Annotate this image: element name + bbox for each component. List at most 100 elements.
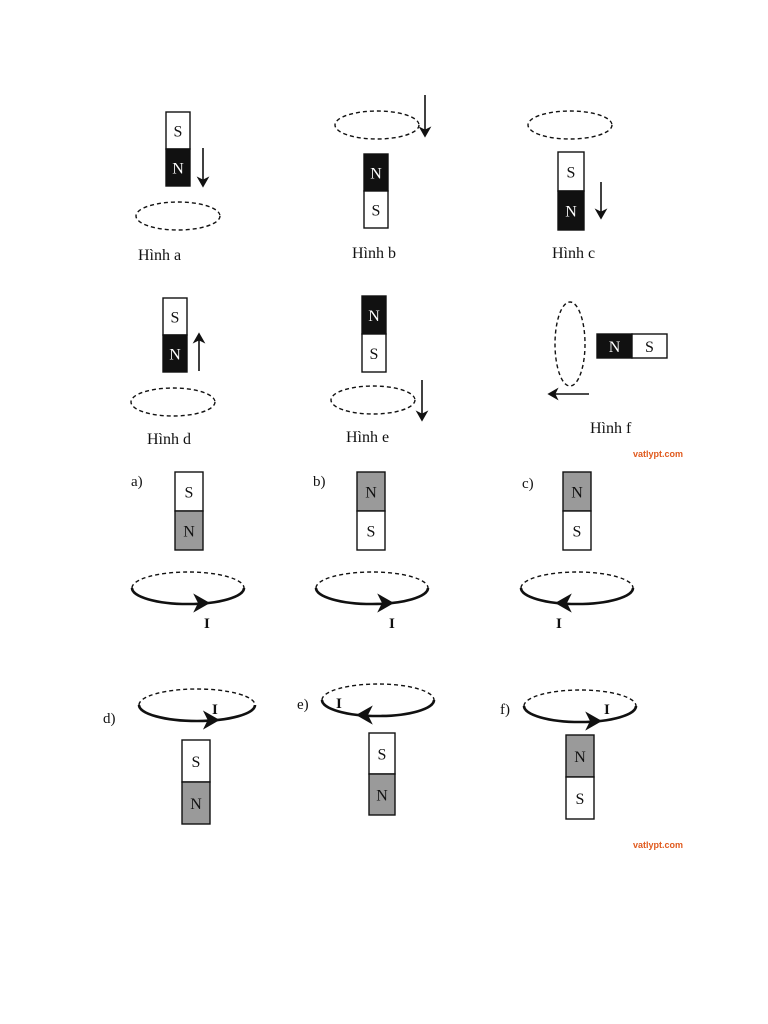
coil-ring: I [314,571,430,632]
coil-front [314,587,430,606]
coil-back [138,688,256,706]
figure-label-f: f) [500,702,510,718]
pole-label: N [609,339,621,356]
figure-label-d: d) [103,711,116,727]
magnet-pole-top [162,297,188,336]
coil-ring: I [519,571,635,632]
caption-hinh-a: Hình a [138,247,181,264]
magnet-pole-bottom [562,510,592,551]
magnet-pole-top [363,153,389,192]
magnet-pole-bottom [361,333,387,373]
figure-label-b: b) [313,474,326,490]
caption-hinh-d: Hình d [147,431,191,448]
pole-label: S [192,754,201,771]
pole-label: N [370,166,382,183]
pole-label: N [565,204,577,221]
magnet-pole-top [565,734,595,778]
magnet-pole-bottom [165,148,191,187]
magnet-pole-bottom [368,773,396,816]
pole-label: N [368,308,380,325]
magnet-2b: NS [356,471,386,551]
coil-ring [135,201,221,231]
pole-label: S [378,747,387,764]
pole-label: N [376,788,388,805]
pole-label: S [573,524,582,541]
coil-ring: I [137,688,257,730]
magnet-pole-bottom [181,781,211,825]
magnet-pole-top [557,151,585,192]
magnet-pole-left [596,333,633,359]
magnet-pole-top [356,471,386,512]
coil-back [520,571,634,589]
pole-label: N [365,485,377,502]
current-label: I [212,702,218,718]
pole-label: N [190,796,202,813]
coil-front [137,704,257,723]
coil-back [131,571,245,589]
caption-hinh-e: Hình e [346,429,389,446]
caption-hinh-f: Hình f [590,420,632,437]
pole-label: N [571,485,583,502]
magnet-a: SN [165,111,191,187]
coil-back [315,571,429,589]
coil-ring: I [522,689,638,731]
magnet-pole-top [368,732,396,775]
pole-label: S [567,165,576,182]
current-label: I [336,696,342,712]
magnet-pole-bottom [174,510,204,551]
coil-back [321,683,435,701]
figure-label-a: a) [131,474,143,490]
magnet-pole-top [361,295,387,335]
magnet-pole-bottom [363,190,389,229]
current-label: I [604,702,610,718]
watermark-top: vatlypt.com [633,449,684,459]
current-label: I [556,616,562,632]
magnet-pole-bottom [356,510,386,551]
pole-label: N [172,161,184,178]
magnet-b: NS [363,153,389,229]
coil-back [523,689,637,707]
pole-label: S [171,310,180,327]
magnet-e: NS [361,295,387,373]
magnet-pole-right [631,333,668,359]
coil-front [130,587,246,606]
magnet-2c: NS [562,471,592,551]
caption-hinh-c: Hình c [552,245,595,262]
figure-label-c: c) [522,476,534,492]
pole-label: S [372,203,381,220]
pole-label: N [169,347,181,364]
coil-ring [130,387,216,417]
coil-ring: I [130,571,246,632]
caption-hinh-b: Hình b [352,245,396,262]
coil-ring [527,110,613,140]
magnet-pole-top [174,471,204,512]
pole-label: N [574,749,586,766]
coil-front [519,587,635,606]
watermark-bottom: vatlypt.com [633,840,684,850]
magnet-2f: NS [565,734,595,820]
magnet-2a: SN [174,471,204,551]
coil-ring: I [320,683,436,725]
magnet-2e: SN [368,732,396,816]
pole-label: S [174,124,183,141]
magnet-c: SN [557,151,585,231]
current-label: I [389,616,395,632]
magnet-pole-bottom [557,190,585,231]
pole-label: S [185,485,194,502]
figure-label-e: e) [297,697,309,713]
pole-label: S [576,791,585,808]
coil-front [320,699,436,718]
coil-front [522,705,638,724]
magnet-pole-top [562,471,592,512]
coil-ring-f [554,301,586,387]
coil-ring [334,110,420,140]
magnet-pole-bottom [565,776,595,820]
pole-label: S [370,346,379,363]
coil-ring [330,385,416,415]
pole-label: N [183,524,195,541]
magnet-pole-bottom [162,334,188,373]
